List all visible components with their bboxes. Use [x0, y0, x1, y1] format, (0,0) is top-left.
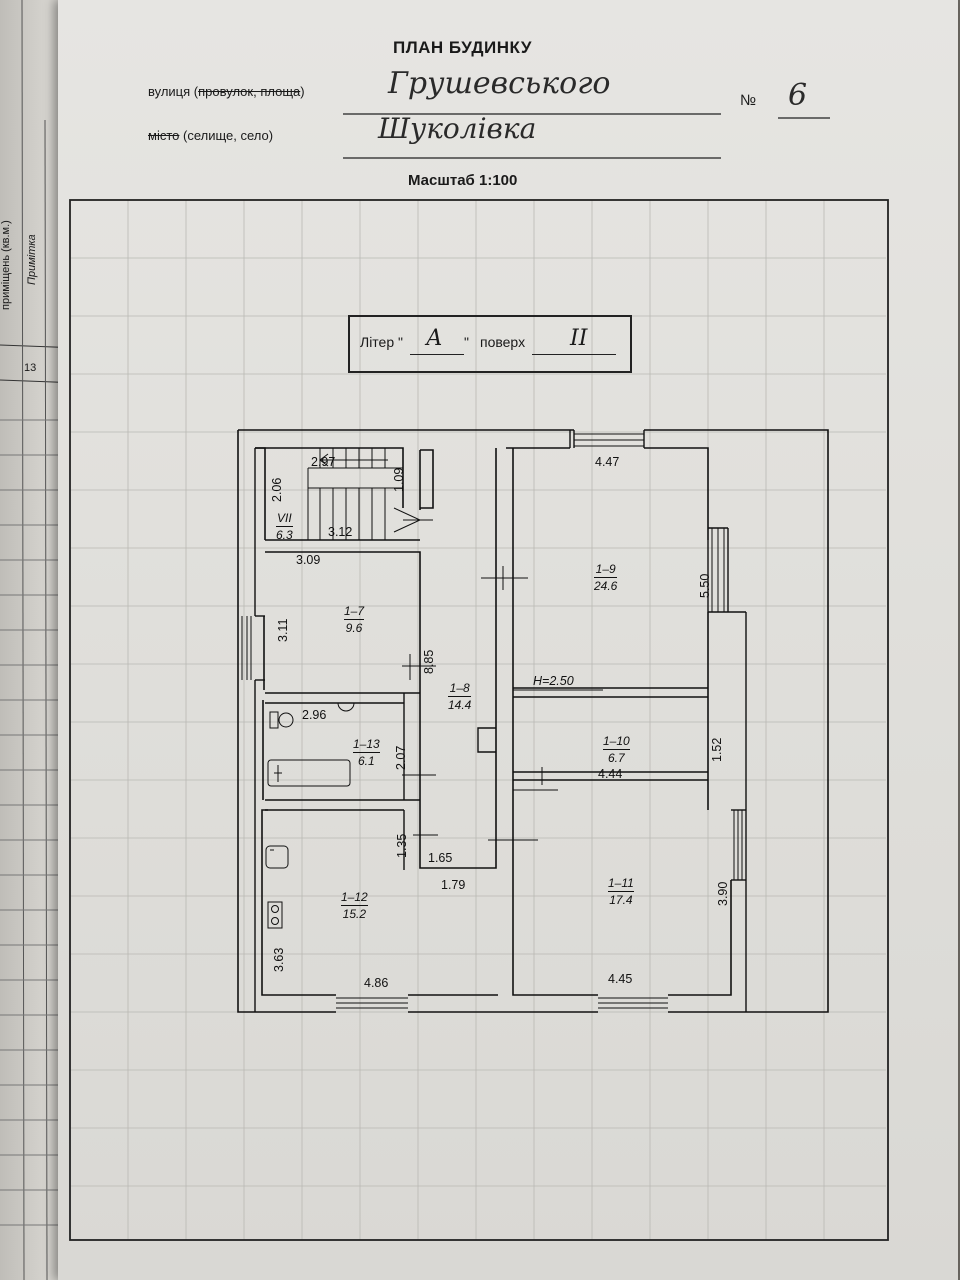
litera-floor-box: Літер " А " поверх II: [348, 315, 632, 373]
dim-2-97: 2.97: [311, 455, 336, 469]
floor-plan-drawing: [69, 113, 889, 1241]
street-value: Грушевського: [388, 66, 611, 101]
litera-label: Літер ": [360, 334, 403, 350]
city-value: Шуколівка: [378, 112, 537, 145]
floor-underline: [532, 354, 616, 355]
dim-4-45: 4.45: [608, 972, 633, 986]
litera-value: А: [426, 326, 443, 351]
litera-underline: [410, 354, 464, 355]
page-title: ПЛАН БУДИНКУ: [393, 38, 532, 57]
dim-4-86: 4.86: [364, 976, 389, 990]
dim-5-50: 5.50: [698, 573, 712, 598]
dim-3-63: 3.63: [272, 947, 286, 972]
dim-3-09: 3.09: [296, 553, 321, 567]
dim-3-90: 3.90: [716, 881, 730, 906]
floor-value: II: [570, 326, 588, 351]
number-value: 6: [788, 78, 808, 113]
dim-2-06: 2.06: [270, 477, 284, 502]
floor-label: поверх: [480, 334, 526, 350]
dim-4-47: 4.47: [595, 455, 620, 469]
dim-1-79: 1.79: [441, 878, 466, 892]
left-col-heading-area: приміщень (кв.м.): [0, 220, 12, 310]
dim-3-12: 3.12: [328, 525, 353, 539]
dim-8-85: 8.85: [422, 649, 436, 674]
scale-label: Масштаб 1:100: [408, 172, 518, 189]
litera-close: ": [464, 334, 469, 350]
city-label: місто (селище, село): [148, 128, 274, 143]
number-label: №: [740, 92, 757, 109]
left-col-heading-note: Примітка: [26, 234, 38, 285]
dim-1-09: 1.09: [392, 467, 406, 492]
dim-2-07: 2.07: [394, 745, 408, 770]
dim-4-44: 4.44: [598, 767, 623, 781]
dim-2-96: 2.96: [302, 708, 327, 722]
left-col-number: 13: [24, 362, 37, 374]
street-label: вулиця (провулок, площа): [148, 84, 305, 99]
dim-1-52: 1.52: [710, 737, 724, 762]
dim-1-35: 1.35: [395, 833, 409, 858]
ceiling-height: H=2.50: [533, 674, 574, 688]
dim-3-11: 3.11: [276, 618, 290, 642]
house-plan-sheet: ПЛАН БУДИНКУ вулиця (провулок, площа) Гр…: [58, 0, 958, 1280]
dim-1-65: 1.65: [428, 851, 453, 865]
